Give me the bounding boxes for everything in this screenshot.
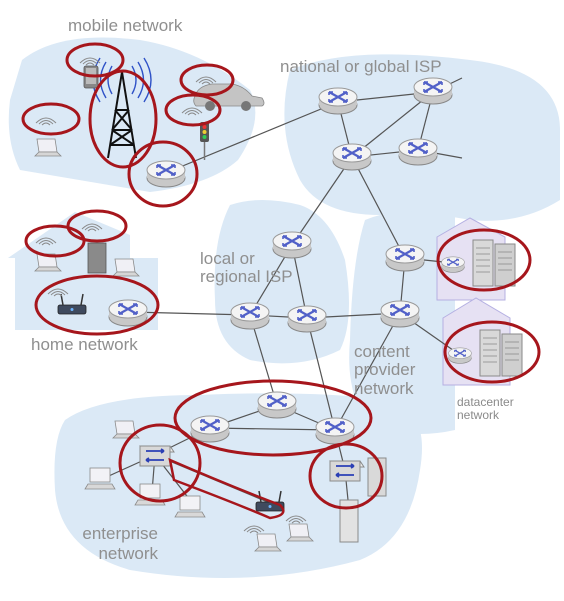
national-isp-label: national or global ISP (280, 57, 442, 76)
highlight-ring (308, 442, 384, 510)
highlight-ring (443, 320, 541, 384)
highlight-ring (179, 63, 235, 97)
router-icon (397, 137, 439, 167)
switch-icon (139, 445, 175, 467)
home-devices (34, 223, 140, 315)
highlight-rings (21, 42, 541, 520)
highlight-ring (164, 93, 222, 127)
desktop-icon (87, 242, 107, 274)
traffic-light-icon (200, 122, 209, 160)
router-icon (412, 76, 454, 106)
router-icon (189, 414, 231, 444)
highlight-ring (66, 209, 128, 243)
highlight-ring (88, 69, 158, 169)
router-icon (256, 390, 298, 420)
router-icon (379, 299, 421, 329)
datacenter-label: datacenter network (457, 395, 514, 422)
router-icon (286, 304, 328, 334)
router-icon (145, 159, 187, 189)
highlight-ring (127, 140, 199, 208)
router-icon (440, 256, 466, 274)
enterprise-network-label: enterprise network (82, 524, 158, 563)
highlight-ring (65, 42, 125, 78)
router-icon (317, 86, 359, 116)
content-provider-label: content provider network (354, 342, 416, 398)
router-icon (384, 243, 426, 273)
highlight-ring (34, 274, 160, 336)
home-network-label: home network (31, 335, 138, 354)
local-isp-label: local or regional ISP (200, 249, 293, 287)
router-icon (331, 142, 373, 172)
router-icon (229, 301, 271, 331)
highlight-ring (173, 379, 373, 457)
mobile-network-region (8, 37, 256, 192)
switch-icon (329, 460, 365, 482)
mobile-network-label: mobile network (68, 16, 183, 35)
highlight-ring (436, 228, 532, 292)
highlight-ring (118, 423, 202, 503)
highlight-ring (21, 102, 81, 136)
router-icon (107, 298, 149, 328)
highlight-ring (168, 457, 285, 520)
router-icon (447, 347, 473, 365)
